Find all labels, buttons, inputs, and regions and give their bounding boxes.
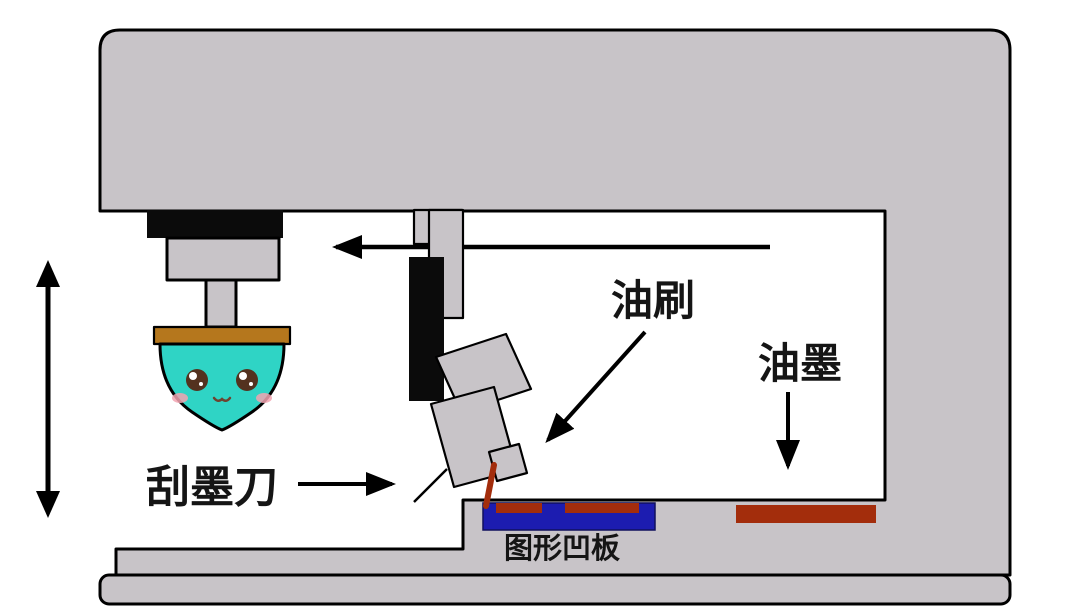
right-eye-highlight <box>239 372 247 380</box>
left-eye-highlight <box>189 372 197 380</box>
label-oil-brush: 油刷 <box>611 277 695 324</box>
arrow-down-icon <box>36 491 60 518</box>
head-shaft <box>204 278 238 329</box>
label-doctor-blade: 刮墨刀 <box>146 463 278 512</box>
label-ink: 油墨 <box>758 340 842 387</box>
blush-right <box>256 393 272 403</box>
head-mount-black <box>147 210 283 238</box>
right-eye-icon <box>236 369 258 391</box>
ink-patch <box>736 505 876 523</box>
pad-face <box>172 369 272 403</box>
head-block <box>165 236 281 282</box>
label-gravure-plate: 图形凹板 <box>504 532 621 565</box>
left-eye-icon <box>186 369 208 391</box>
mouth <box>212 396 232 402</box>
left-eye-highlight-small <box>199 382 203 386</box>
ink-trail <box>483 462 497 509</box>
oil-brush-pointer-arrow <box>545 330 647 443</box>
silicone-pad <box>158 342 286 432</box>
blush-left <box>172 393 188 403</box>
vertical-motion-arrow <box>36 260 60 518</box>
machine-base-bar <box>98 573 1012 606</box>
machine-frame <box>98 28 1012 577</box>
arrow-up-icon <box>36 260 60 287</box>
pad-mounting-plate <box>152 325 292 346</box>
scraper-assembly <box>409 208 533 509</box>
plate-ink-pattern-left <box>496 503 542 513</box>
right-eye-highlight-small <box>249 382 253 386</box>
guide-bar-black <box>409 257 444 401</box>
brush-upper-block <box>434 332 533 414</box>
print-head <box>147 210 292 432</box>
plate-ink-pattern-right <box>565 503 639 513</box>
doctor-blade-edge <box>413 468 448 503</box>
